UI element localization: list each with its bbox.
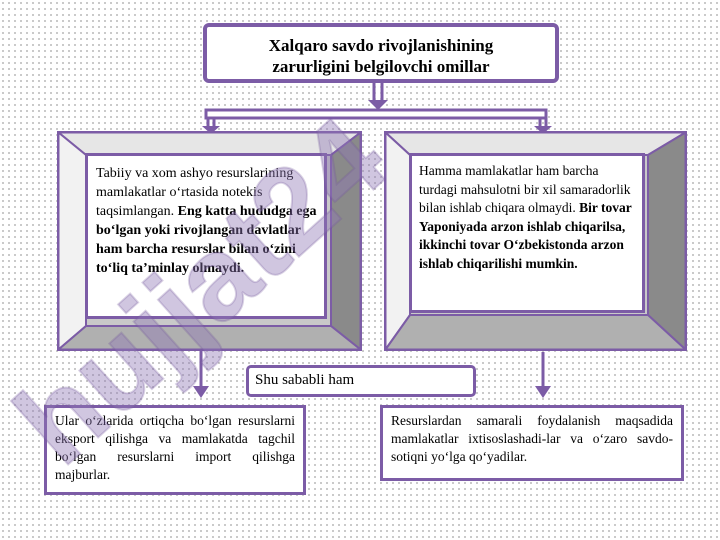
left-factor-bold-text: Eng katta hududga ega bo‘lgan yoki rivoj… [96,204,317,276]
conclusion-label-box: Shu sababli ham [246,365,476,397]
title-line-2: zarurligini belgilovchi omillar [272,57,490,76]
bottom-left-text: Ular o‘zlarida ortiqcha bo‘lgan resursla… [55,413,295,482]
left-factor-normal-text: Tabiiy va xom ashyo resurslarining mamla… [96,166,294,219]
right-factor-text: Hamma mamlakatlar ham barcha turdagi mah… [409,153,645,313]
arrow-to-bottom-right-head [535,386,551,398]
bottom-right-text: Resurslardan samarali foydalanish maqsad… [391,413,673,464]
conclusion-label: Shu sababli ham [255,372,355,388]
title-arrowhead [368,100,388,110]
left-arrowhead [202,126,220,134]
bottom-right-box: Resurslardan samarali foydalanish maqsad… [380,405,684,481]
right-factor-normal-text: Hamma mamlakatlar ham barcha turdagi mah… [419,163,631,215]
left-factor-text: Tabiiy va xom ashyo resurslarining mamla… [85,153,327,319]
arrow-to-bottom-left-head [193,386,209,398]
title-line-1: Xalqaro savdo rivojlanishining [268,36,494,55]
left-factor-box: Tabiiy va xom ashyo resurslarining mamla… [57,131,362,351]
right-arrowhead [534,126,552,134]
right-factor-box: Hamma mamlakatlar ham barcha turdagi mah… [384,131,687,351]
bottom-left-box: Ular o‘zlarida ortiqcha bo‘lgan resursla… [44,405,306,495]
title-box: Xalqaro savdo rivojlanishining zarurligi… [203,23,559,83]
right-factor-bold-text: Bir tovar Yaponiyada arzon ishlab chiqar… [419,200,632,271]
